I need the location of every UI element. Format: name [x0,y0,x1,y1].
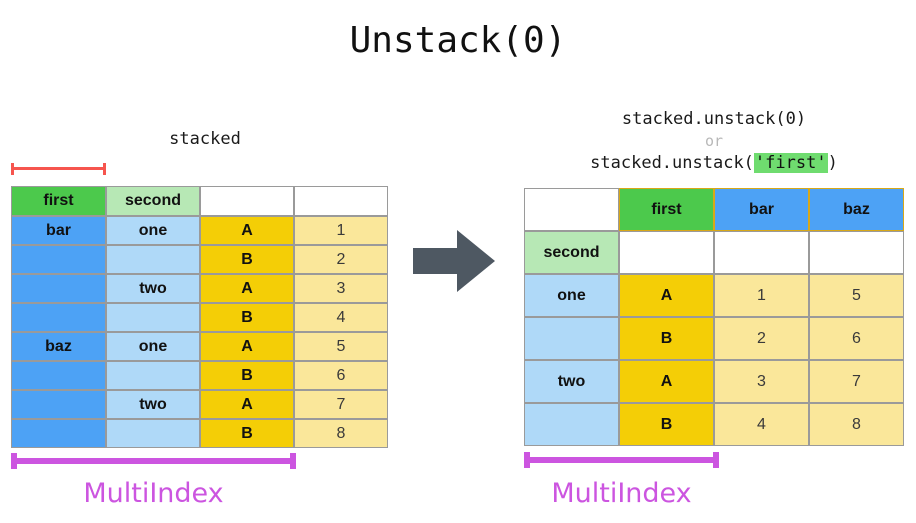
left-header-second: second [106,186,200,216]
left-cell-letter-7: B [200,419,294,448]
left-cell-first-2 [11,274,106,303]
bracket-cap-right [290,453,296,469]
caption-line-or: or [704,132,724,150]
left-cell-letter-0: A [200,216,294,245]
bracket-bar [11,458,296,464]
left-cell-value-4: 5 [294,332,388,361]
right-cell-bar-1: 2 [714,317,809,360]
left-cell-first-3 [11,303,106,332]
bracket-cap-right [713,452,719,468]
purple-bracket-right-multiindex [524,452,719,468]
left-cell-first-0: bar [11,216,106,245]
bracket-bar [524,457,719,463]
left-cell-value-2: 3 [294,274,388,303]
red-bracket-first-level [11,163,106,175]
left-cell-second-2: two [106,274,200,303]
left-cell-first-1 [11,245,106,274]
left-cell-letter-5: B [200,361,294,390]
bracket-bar [11,167,106,170]
left-header-first: first [11,186,106,216]
right-header-second: second [524,231,619,274]
left-cell-second-3 [106,303,200,332]
right-header-baz: baz [809,188,904,231]
left-table-caption: stacked [169,129,241,149]
left-cell-letter-1: B [200,245,294,274]
right-table-caption: stacked.unstack(0) or stacked.unstack('f… [524,108,904,174]
right-arrow-icon [413,230,495,292]
caption-line-unstack-first: stacked.unstack('first') [524,152,904,174]
left-cell-value-7: 8 [294,419,388,448]
right-header-second-blank-3 [809,231,904,274]
left-cell-value-0: 1 [294,216,388,245]
left-cell-second-6: two [106,390,200,419]
caption-line-unstack-0: stacked.unstack(0) [621,109,807,129]
right-header-first: first [619,188,714,231]
left-header-blank-1 [200,186,294,216]
right-cell-letter-3: B [619,403,714,446]
left-cell-second-5 [106,361,200,390]
left-cell-letter-6: A [200,390,294,419]
right-cell-letter-1: B [619,317,714,360]
left-header-blank-2 [294,186,388,216]
left-cell-second-7 [106,419,200,448]
left-cell-first-5 [11,361,106,390]
right-cell-bar-3: 4 [714,403,809,446]
right-multiindex-label: MultiIndex [551,478,692,509]
left-cell-first-7 [11,419,106,448]
purple-bracket-left-multiindex [11,453,296,469]
right-cell-baz-1: 6 [809,317,904,360]
caption-pre: stacked.unstack( [590,153,754,173]
left-cell-second-4: one [106,332,200,361]
right-header-second-blank-2 [714,231,809,274]
right-cell-second-2: two [524,360,619,403]
left-cell-value-5: 6 [294,361,388,390]
caption-post: ) [827,153,838,173]
caption-highlight-first: 'first' [753,153,828,173]
right-cell-second-1 [524,317,619,360]
left-cell-value-1: 2 [294,245,388,274]
left-cell-value-6: 7 [294,390,388,419]
page-title: Unstack(0) [349,20,567,61]
right-cell-second-3 [524,403,619,446]
right-cell-baz-0: 5 [809,274,904,317]
left-cell-first-6 [11,390,106,419]
right-cell-letter-0: A [619,274,714,317]
left-cell-letter-3: B [200,303,294,332]
right-cell-letter-2: A [619,360,714,403]
left-cell-second-0: one [106,216,200,245]
right-cell-bar-0: 1 [714,274,809,317]
right-cell-second-0: one [524,274,619,317]
right-header-corner [524,188,619,231]
right-header-bar: bar [714,188,809,231]
left-cell-first-4: baz [11,332,106,361]
right-cell-bar-2: 3 [714,360,809,403]
left-cell-letter-2: A [200,274,294,303]
left-cell-second-1 [106,245,200,274]
right-header-second-blank-1 [619,231,714,274]
bracket-cap-right [103,163,106,175]
right-cell-baz-3: 8 [809,403,904,446]
left-cell-value-3: 4 [294,303,388,332]
left-multiindex-label: MultiIndex [83,478,224,509]
right-cell-baz-2: 7 [809,360,904,403]
left-cell-letter-4: A [200,332,294,361]
